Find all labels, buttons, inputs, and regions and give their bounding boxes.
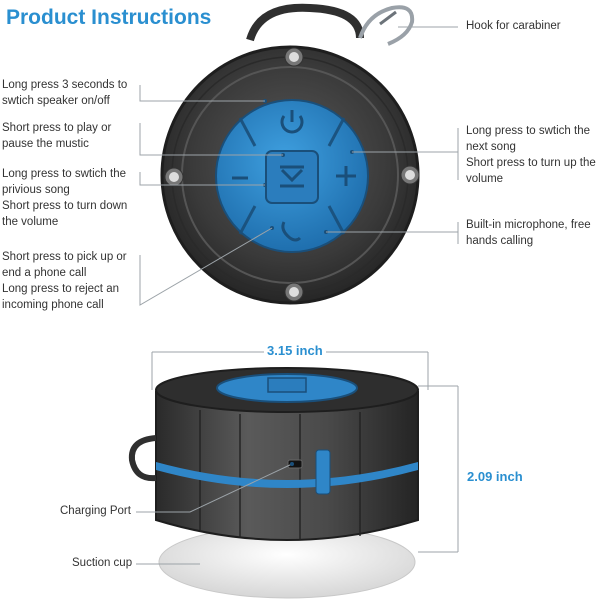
label-charging-port: Charging Port xyxy=(60,505,131,517)
label-next-line2: next song xyxy=(466,141,516,153)
blue-band xyxy=(156,462,418,488)
label-play: Short press to play or pause the mustic xyxy=(2,120,111,152)
play-pause-button[interactable] xyxy=(265,150,319,204)
label-play-line1: Short press to play or xyxy=(2,122,112,134)
label-next-line4: volume xyxy=(466,173,504,185)
label-prev: Long press to swtich the privious song S… xyxy=(2,166,127,230)
side-hook xyxy=(128,435,157,482)
label-prev-line2: privious song xyxy=(2,184,70,196)
dimension-width: 3.15 inch xyxy=(264,343,326,358)
page-title: Product Instructions xyxy=(6,6,212,29)
screw-bottom xyxy=(284,282,304,302)
label-call-line4: incoming phone call xyxy=(2,299,104,311)
charging-port xyxy=(287,459,303,469)
phone-icon xyxy=(281,221,302,242)
label-call: Short press to pick up or end a phone ca… xyxy=(2,249,127,313)
label-suction-cup: Suction cup xyxy=(72,557,133,569)
label-next: Long press to swtich the next song Short… xyxy=(466,123,596,187)
label-next-line1: Long press to swtich the xyxy=(466,125,591,137)
label-mic-line1: Built-in microphone, free xyxy=(466,219,591,231)
label-power: Long press 3 seconds to swtich speaker o… xyxy=(2,77,127,109)
label-call-line3: Long press to reject an xyxy=(2,283,119,295)
play-pause-icon xyxy=(280,165,304,188)
carabiner xyxy=(358,5,415,46)
screw-left xyxy=(164,167,184,187)
screw-right xyxy=(400,165,420,185)
carabiner-loop xyxy=(246,3,364,42)
label-power-line1: Long press 3 seconds to xyxy=(2,79,128,91)
label-prev-line4: the volume xyxy=(2,216,59,228)
label-next-line3: Short press to turn up the xyxy=(466,157,596,169)
label-call-line1: Short press to pick up or xyxy=(2,251,127,263)
label-mic-line2: hands calling xyxy=(466,235,534,247)
label-prev-line3: Short press to turn down xyxy=(2,200,128,212)
label-call-line2: end a phone call xyxy=(2,267,87,279)
screw-top xyxy=(284,47,304,67)
label-prev-line1: Long press to swtich the xyxy=(2,168,127,180)
power-icon xyxy=(280,110,304,134)
plus-icon xyxy=(336,166,356,186)
label-power-line2: swtich speaker on/off xyxy=(2,95,110,107)
label-mic: Built-in microphone, free hands calling xyxy=(466,217,591,249)
dimension-height: 2.09 inch xyxy=(467,469,523,484)
charging-port-cover[interactable] xyxy=(315,449,331,495)
label-play-line2: pause the mustic xyxy=(2,138,89,150)
label-hook: Hook for carabiner xyxy=(466,20,561,32)
